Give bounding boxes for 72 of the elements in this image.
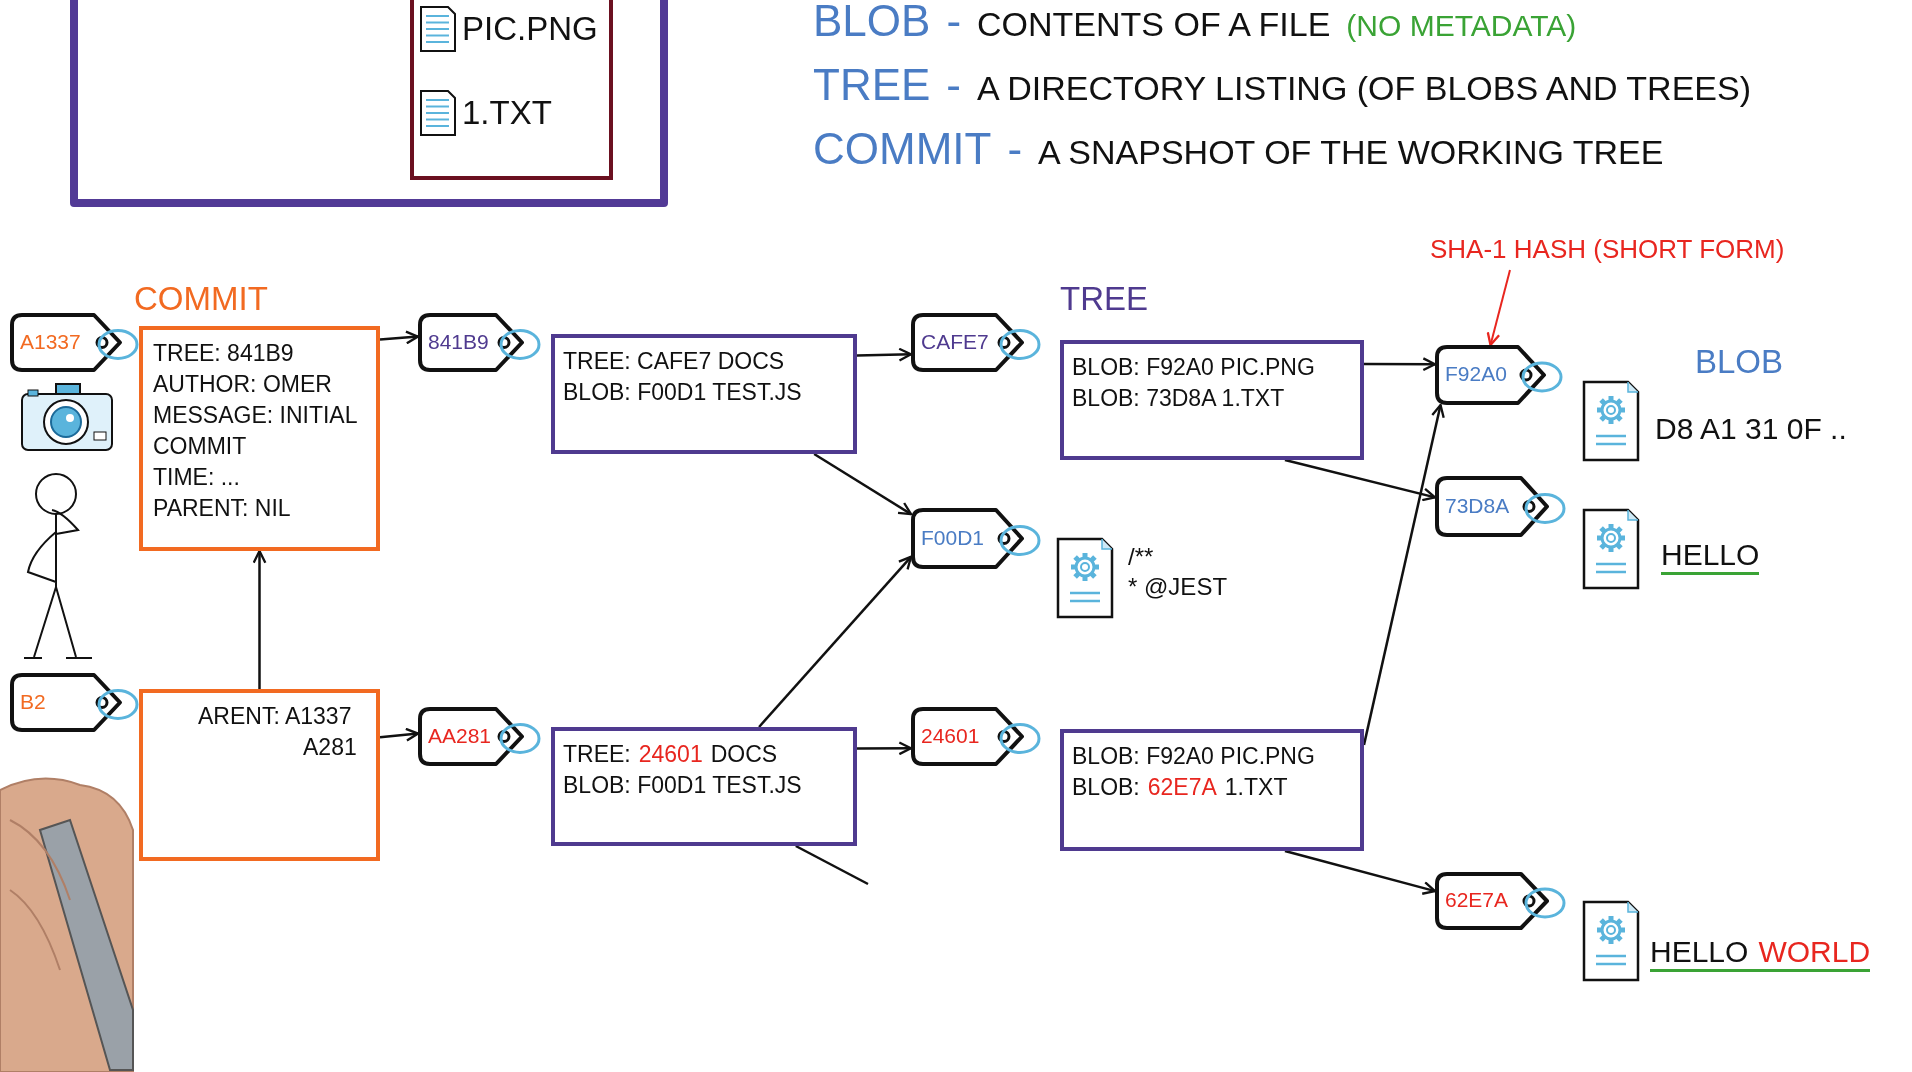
tree-box	[1060, 340, 1364, 460]
tree-box	[1060, 729, 1364, 851]
file-name: PIC.PNG	[462, 10, 598, 48]
box-text: DOCS	[710, 740, 778, 769]
arrow	[1364, 357, 1437, 372]
heading-term: BLOB	[813, 0, 931, 46]
arrow	[1284, 849, 1437, 895]
blob-content: HELLO	[1650, 935, 1749, 969]
box-text: A281	[303, 733, 358, 762]
definition-text: A SNAPSHOT OF THE WORKING TREE	[1038, 133, 1664, 172]
hash-label: AA281	[428, 723, 492, 748]
blob-content: WORLD	[1758, 935, 1871, 969]
arrow	[1486, 269, 1511, 347]
tree-box	[551, 727, 857, 846]
box-text: MESSAGE: INITIAL COMMIT	[153, 401, 358, 461]
heading-term: COMMIT	[813, 124, 992, 174]
callout-text: SHA-1 HASH (SHORT FORM)	[1430, 234, 1785, 265]
hash-label: F92A0	[1445, 362, 1507, 386]
arrow	[1284, 458, 1437, 502]
line	[795, 844, 869, 886]
blob-content: D8 A1 31 0F ..	[1655, 412, 1847, 446]
box-text: 1.TXT	[1224, 773, 1288, 802]
hash-label: B2	[20, 689, 46, 714]
arrow	[856, 347, 913, 362]
tree-box	[551, 334, 857, 454]
box-text: BLOB: F92A0 PIC.PNG	[1072, 353, 1316, 382]
hash-label: 24601	[921, 723, 980, 748]
box-text: BLOB: F00D1 TEST.JS	[563, 378, 803, 407]
heading-term: -	[946, 0, 962, 46]
box-text: 24601	[638, 740, 703, 769]
box-text: ARENT: A1337	[198, 702, 353, 731]
commit-box	[139, 326, 380, 551]
heading-term: -	[1007, 124, 1023, 174]
arrow	[857, 741, 913, 756]
code-text: /**	[1128, 543, 1155, 571]
section-heading: COMMIT	[134, 280, 268, 318]
section-heading: TREE	[1060, 280, 1148, 318]
commit-box	[139, 689, 380, 861]
box-text: AUTHOR: OMER	[153, 370, 333, 399]
arrow	[379, 727, 420, 742]
box-text: 62E7A	[1147, 773, 1217, 802]
code-text: * @JEST	[1128, 573, 1228, 601]
box-text: BLOB: F92A0 PIC.PNG	[1072, 742, 1315, 771]
hash-label: 62E7A	[1445, 888, 1509, 912]
box-text: TREE:	[563, 740, 631, 769]
box-text: TIME: ...	[153, 463, 241, 492]
blob-content: HELLO	[1661, 538, 1760, 575]
arrow	[813, 452, 913, 516]
arrow	[252, 549, 267, 689]
hash-label: 841B9	[428, 329, 489, 354]
heading-term: TREE	[813, 60, 931, 110]
definition-text: CONTENTS OF A FILE	[977, 5, 1331, 44]
heading-term: -	[946, 60, 961, 110]
definition-text: A DIRECTORY LISTING (OF BLOBS AND TREES)	[977, 69, 1752, 108]
hash-label: A1337	[20, 329, 81, 354]
box-text: TREE: 841B9	[153, 339, 295, 368]
file-name: 1.TXT	[462, 94, 552, 132]
box-text: BLOB:	[1072, 773, 1140, 802]
arrow	[758, 555, 913, 728]
section-heading: BLOB	[1695, 343, 1784, 381]
hash-label: CAFE7	[921, 329, 989, 354]
definition-text: (NO METADATA)	[1346, 9, 1577, 43]
box-text: PARENT: NIL	[153, 494, 292, 523]
hash-label: F00D1	[921, 525, 985, 550]
arrow	[1362, 403, 1445, 746]
arrow	[379, 330, 420, 345]
box-text: BLOB: 73D8A 1.TXT	[1072, 384, 1286, 413]
box-text: TREE: CAFE7 DOCS	[563, 347, 786, 376]
hash-label: 73D8A	[1445, 493, 1510, 518]
box-text: BLOB: F00D1 TEST.JS	[563, 771, 802, 800]
folder-box	[410, 0, 613, 180]
folder-panel	[70, 0, 668, 207]
